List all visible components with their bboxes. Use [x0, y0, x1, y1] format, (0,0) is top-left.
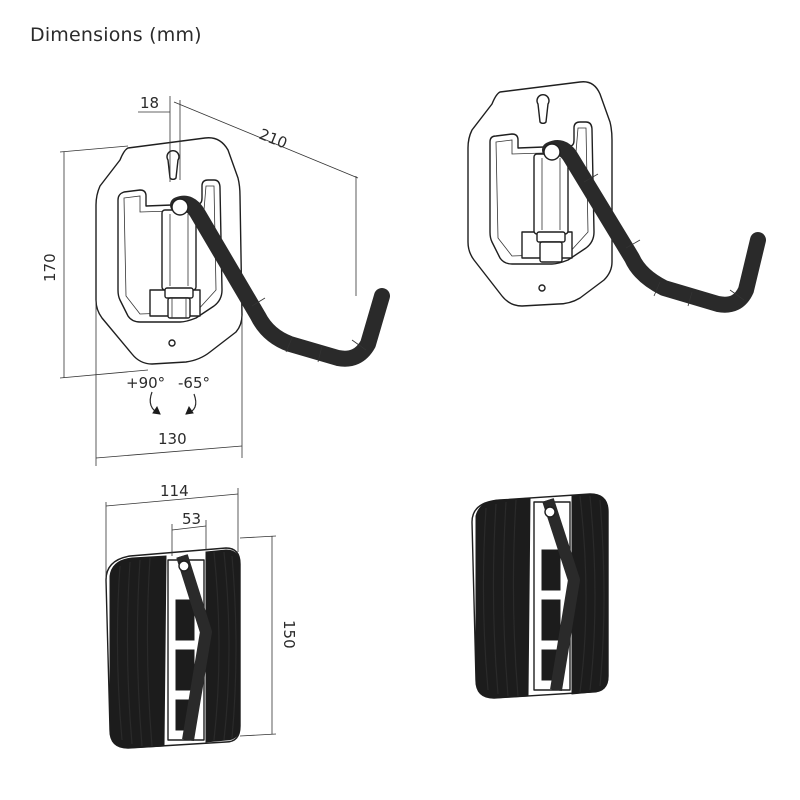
folded-arm — [543, 498, 579, 691]
dimension-lines — [105, 488, 277, 737]
open-hook-dimensioned-view: 18 210 170 130 +90° -65° — [41, 94, 390, 466]
open-hook-plain-view — [467, 81, 766, 313]
rotation-down-label: -65° — [178, 374, 210, 392]
rotation-up-label: +90° — [126, 374, 165, 392]
dimension-lines — [59, 96, 359, 466]
dimension-folded-width-label: 114 — [160, 482, 189, 500]
hook-arm — [171, 197, 389, 366]
screw-hole — [168, 339, 176, 347]
dimension-depth-label: 210 — [257, 125, 290, 152]
folded-hook-plain-view — [471, 493, 609, 699]
folded-arm — [177, 554, 211, 741]
dimension-folded-depth-label: 53 — [182, 510, 201, 528]
hook-arm — [543, 141, 765, 312]
folded-hook-dimensioned-view: 114 53 150 — [105, 482, 298, 749]
dimension-height-label: 170 — [41, 253, 59, 282]
pivot-cylinder — [161, 209, 197, 291]
dimension-offset-label: 18 — [140, 94, 159, 112]
pivot-nut — [167, 297, 191, 319]
diagram-title: Dimensions (mm) — [30, 24, 202, 46]
dimension-width-label: 130 — [158, 430, 187, 448]
dimension-folded-height-label: 150 — [280, 620, 298, 649]
